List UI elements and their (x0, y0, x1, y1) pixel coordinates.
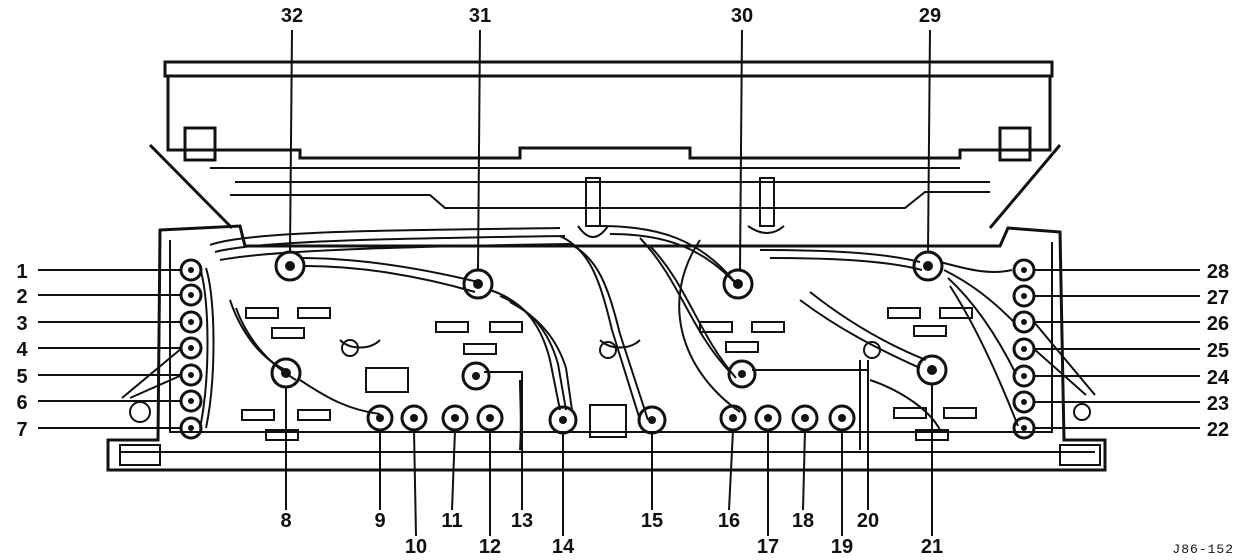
callout-label-16: 16 (718, 510, 740, 532)
callout-label-19: 19 (831, 536, 853, 558)
leader-line-30 (739, 29, 743, 271)
callout-label-4: 4 (16, 339, 28, 361)
leader-line-32 (289, 29, 293, 253)
callout-label-17: 17 (757, 536, 779, 558)
callout-label-26: 26 (1207, 313, 1229, 335)
callout-label-13: 13 (511, 510, 533, 532)
leader-line-fan-right (1033, 321, 1096, 396)
leader-line-13 (484, 371, 523, 510)
callout-label-2: 2 (16, 286, 27, 308)
bulb-socket (179, 258, 203, 440)
callout-label-18: 18 (792, 510, 814, 532)
leader-line-11 (451, 429, 456, 511)
callout-label-11: 11 (441, 510, 462, 532)
connector-pads (241, 307, 977, 441)
callout-label-15: 15 (641, 510, 663, 532)
callout-label-22: 22 (1207, 419, 1229, 441)
leader-line-10 (413, 429, 417, 537)
callout-label-23: 23 (1207, 393, 1229, 415)
callout-label-30: 30 (731, 5, 753, 27)
callout-label-7: 7 (16, 419, 27, 441)
figure-code: J86-152 (1172, 542, 1234, 557)
callout-label-9: 9 (374, 510, 385, 532)
callout-label-31: 31 (469, 5, 491, 27)
leader-line-18 (802, 429, 806, 511)
callout-label-1: 1 (16, 261, 27, 283)
callout-label-14: 14 (552, 536, 575, 558)
callout-label-25: 25 (1207, 340, 1229, 362)
cluster-top-cover (148, 60, 1062, 238)
callout-label-3: 3 (16, 313, 27, 335)
callout-label-32: 32 (281, 5, 303, 27)
callout-label-6: 6 (16, 392, 27, 414)
callout-label-29: 29 (919, 5, 941, 27)
leader-line-31 (477, 29, 481, 271)
callout-label-21: 21 (921, 536, 943, 558)
callout-label-5: 5 (16, 366, 27, 388)
callout-label-27: 27 (1207, 287, 1229, 309)
callout-label-10: 10 (405, 536, 427, 558)
circuit-traces (199, 225, 1019, 451)
callout-label-8: 8 (280, 510, 291, 532)
leader-lines (38, 29, 1200, 537)
callout-label-12: 12 (479, 536, 501, 558)
callout-label-24: 24 (1207, 367, 1230, 389)
callout-label-20: 20 (857, 510, 879, 532)
leader-line-20 (752, 369, 869, 510)
leader-line-fan-left (121, 347, 183, 399)
leader-line-29 (927, 29, 931, 253)
callout-label-28: 28 (1207, 261, 1229, 283)
bulb-socket (1012, 258, 1036, 440)
leader-line-16 (728, 429, 734, 511)
